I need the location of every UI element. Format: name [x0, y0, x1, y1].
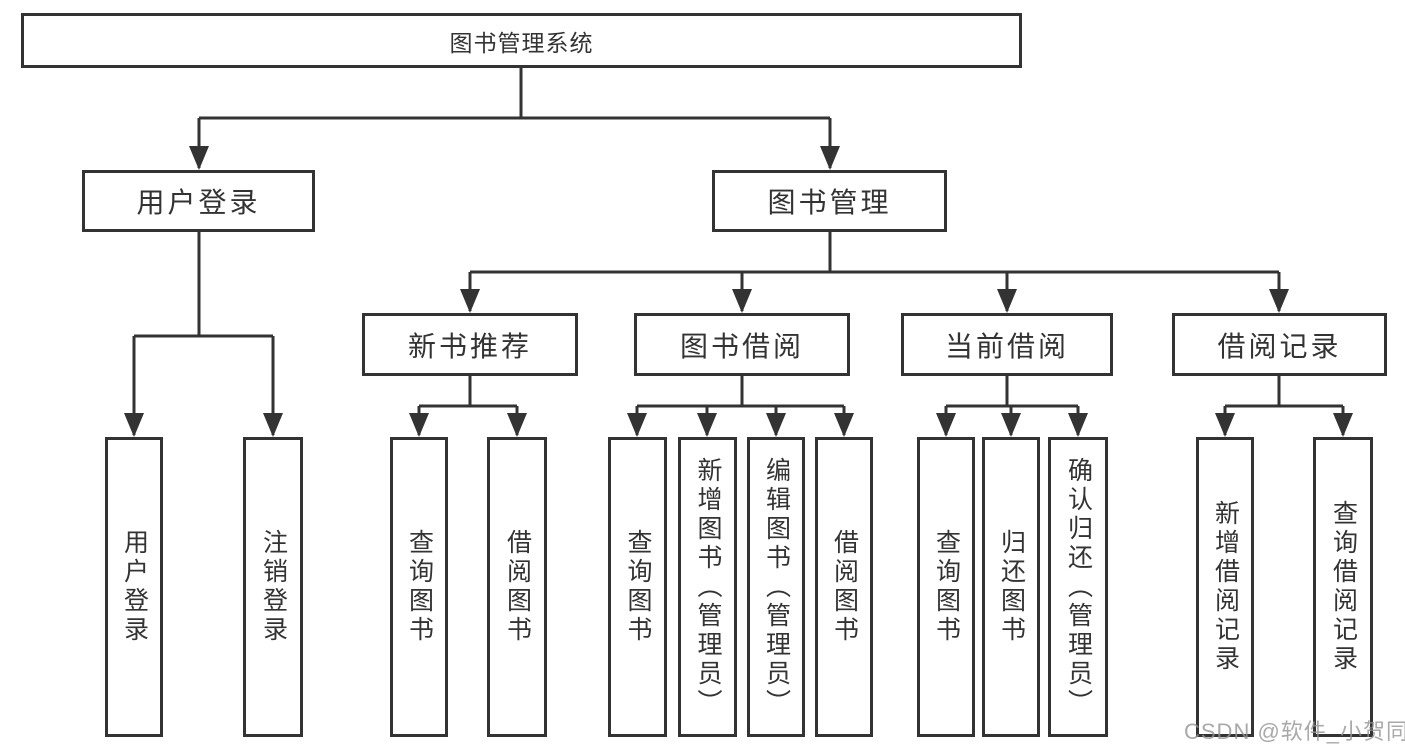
node-current-borrow: 当前借阅 [901, 313, 1113, 376]
arrow-down-icon [732, 289, 752, 313]
leaf-add-borrow-record: 新增借阅记录 [1196, 437, 1254, 737]
arrow-down-icon [820, 146, 840, 170]
leaf-label: 用户登录 [120, 529, 149, 645]
leaf-confirm-return-admin: 确认归还（管理员） [1048, 437, 1108, 737]
connector-new-book-split [417, 376, 519, 435]
arrow-down-icon [124, 413, 144, 437]
node-user-login: 用户登录 [82, 170, 315, 232]
arrow-down-icon [697, 413, 717, 437]
arrow-down-icon [834, 413, 854, 437]
arrow-down-icon [507, 413, 527, 437]
arrow-down-icon [1215, 413, 1235, 437]
connector-root-split [197, 68, 832, 168]
leaf-label: 借阅图书 [830, 529, 859, 645]
leaf-borrow-books-1: 借阅图书 [487, 437, 547, 737]
leaf-add-books-admin: 新增图书（管理员） [678, 437, 737, 737]
node-book-management: 图书管理 [712, 170, 947, 232]
arrow-down-icon [627, 413, 647, 437]
arrow-down-icon [997, 289, 1017, 313]
leaf-user-login: 用户登录 [105, 437, 163, 737]
connector-user-login-split [132, 232, 275, 435]
leaf-query-borrow-record: 查询借阅记录 [1313, 437, 1373, 737]
leaf-label: 查询借阅记录 [1329, 500, 1358, 674]
arrow-down-icon [1333, 413, 1353, 437]
leaf-label: 查询图书 [624, 529, 652, 645]
connector-records-split [1223, 376, 1345, 435]
connector-book-borrow-split [635, 376, 846, 435]
leaf-label: 借阅图书 [503, 529, 532, 645]
node-root: 图书管理系统 [21, 13, 1022, 68]
leaf-edit-books-admin: 编辑图书（管理员） [747, 437, 805, 737]
leaf-label: 新增借阅记录 [1211, 500, 1240, 674]
leaf-label: 归还图书 [997, 529, 1026, 645]
leaf-label: 确认归还（管理员） [1064, 456, 1093, 718]
leaf-query-books-1: 查询图书 [390, 437, 448, 737]
arrow-down-icon [263, 413, 283, 437]
arrowheads [124, 146, 1353, 437]
node-book-borrow: 图书借阅 [634, 313, 850, 376]
leaf-label: 注销登录 [259, 529, 288, 645]
leaf-logout: 注销登录 [243, 437, 303, 737]
arrow-down-icon [1269, 289, 1289, 313]
node-borrow-records: 借阅记录 [1172, 313, 1387, 376]
leaf-label: 编辑图书（管理员） [762, 456, 791, 718]
leaf-query-books-2: 查询图书 [608, 437, 667, 737]
arrow-down-icon [766, 413, 786, 437]
leaf-label: 新增图书（管理员） [694, 456, 722, 718]
arrow-down-icon [460, 289, 480, 313]
arrow-down-icon [189, 146, 209, 170]
watermark: CSDN @软件_小贺同学 [1184, 719, 1405, 744]
leaf-query-books-3: 查询图书 [917, 437, 975, 737]
arrow-down-icon [936, 413, 956, 437]
arrow-down-icon [1001, 413, 1021, 437]
leaf-label: 查询图书 [932, 529, 961, 645]
arrow-down-icon [1068, 413, 1088, 437]
leaf-borrow-books-2: 借阅图书 [815, 437, 873, 737]
node-new-book-recommend: 新书推荐 [362, 313, 578, 376]
leaf-return-books: 归还图书 [982, 437, 1040, 737]
connector-book-mgmt-split [468, 232, 1281, 311]
arrow-down-icon [409, 413, 429, 437]
leaf-label: 查询图书 [405, 529, 434, 645]
